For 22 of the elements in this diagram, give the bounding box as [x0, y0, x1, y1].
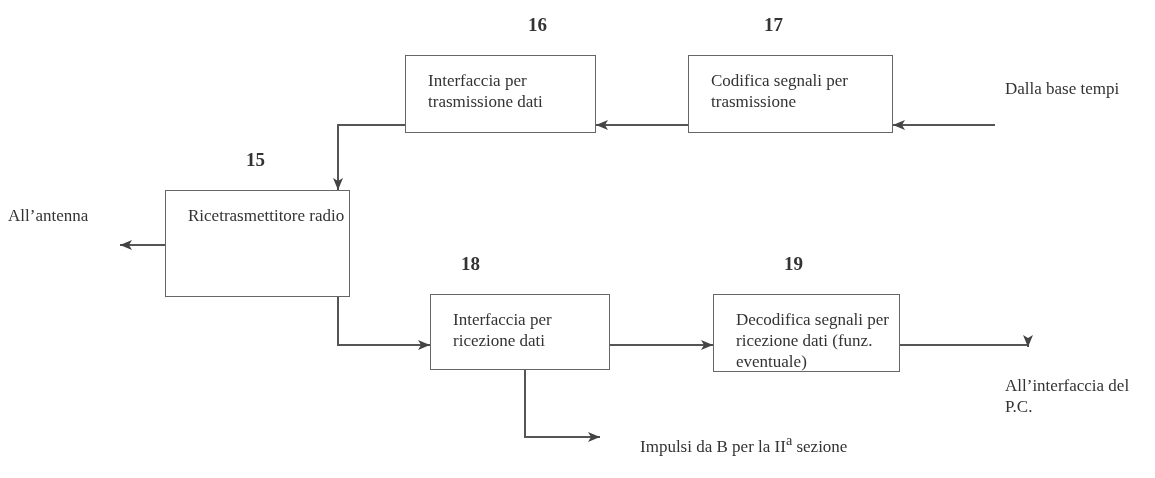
box-label: Interfaccia per ricezione dati: [452, 309, 553, 351]
arrow: [609, 340, 714, 350]
flow-label: All’interfaccia del P.C.: [1005, 375, 1130, 417]
arrow: [337, 296, 431, 350]
reference-number: 15: [246, 149, 265, 171]
box-label: Interfaccia per trasmissione dati: [427, 70, 544, 112]
arrow: [595, 120, 689, 130]
reference-number: 16: [528, 14, 547, 36]
arrow: [333, 124, 406, 191]
flow-label: Dalla base tempi: [1005, 78, 1121, 99]
box-label: Ricetrasmettitore radio: [187, 205, 345, 226]
reference-number: 19: [784, 253, 803, 275]
flow-label: Impulsi da B per la II$^{a}$ sezione: [640, 431, 849, 457]
reference-number: 17: [764, 14, 783, 36]
arrow: [899, 335, 1033, 348]
arrow: [892, 120, 996, 130]
reference-number: 18: [461, 253, 480, 275]
box-label: Codifica segnali per trasmissione: [710, 70, 849, 112]
arrow: [119, 240, 166, 250]
arrow: [524, 369, 601, 442]
flow-label: All’antenna: [8, 205, 90, 226]
box-label: Decodifica segnali per ricezione dati (funz. eventuale): [735, 309, 890, 372]
